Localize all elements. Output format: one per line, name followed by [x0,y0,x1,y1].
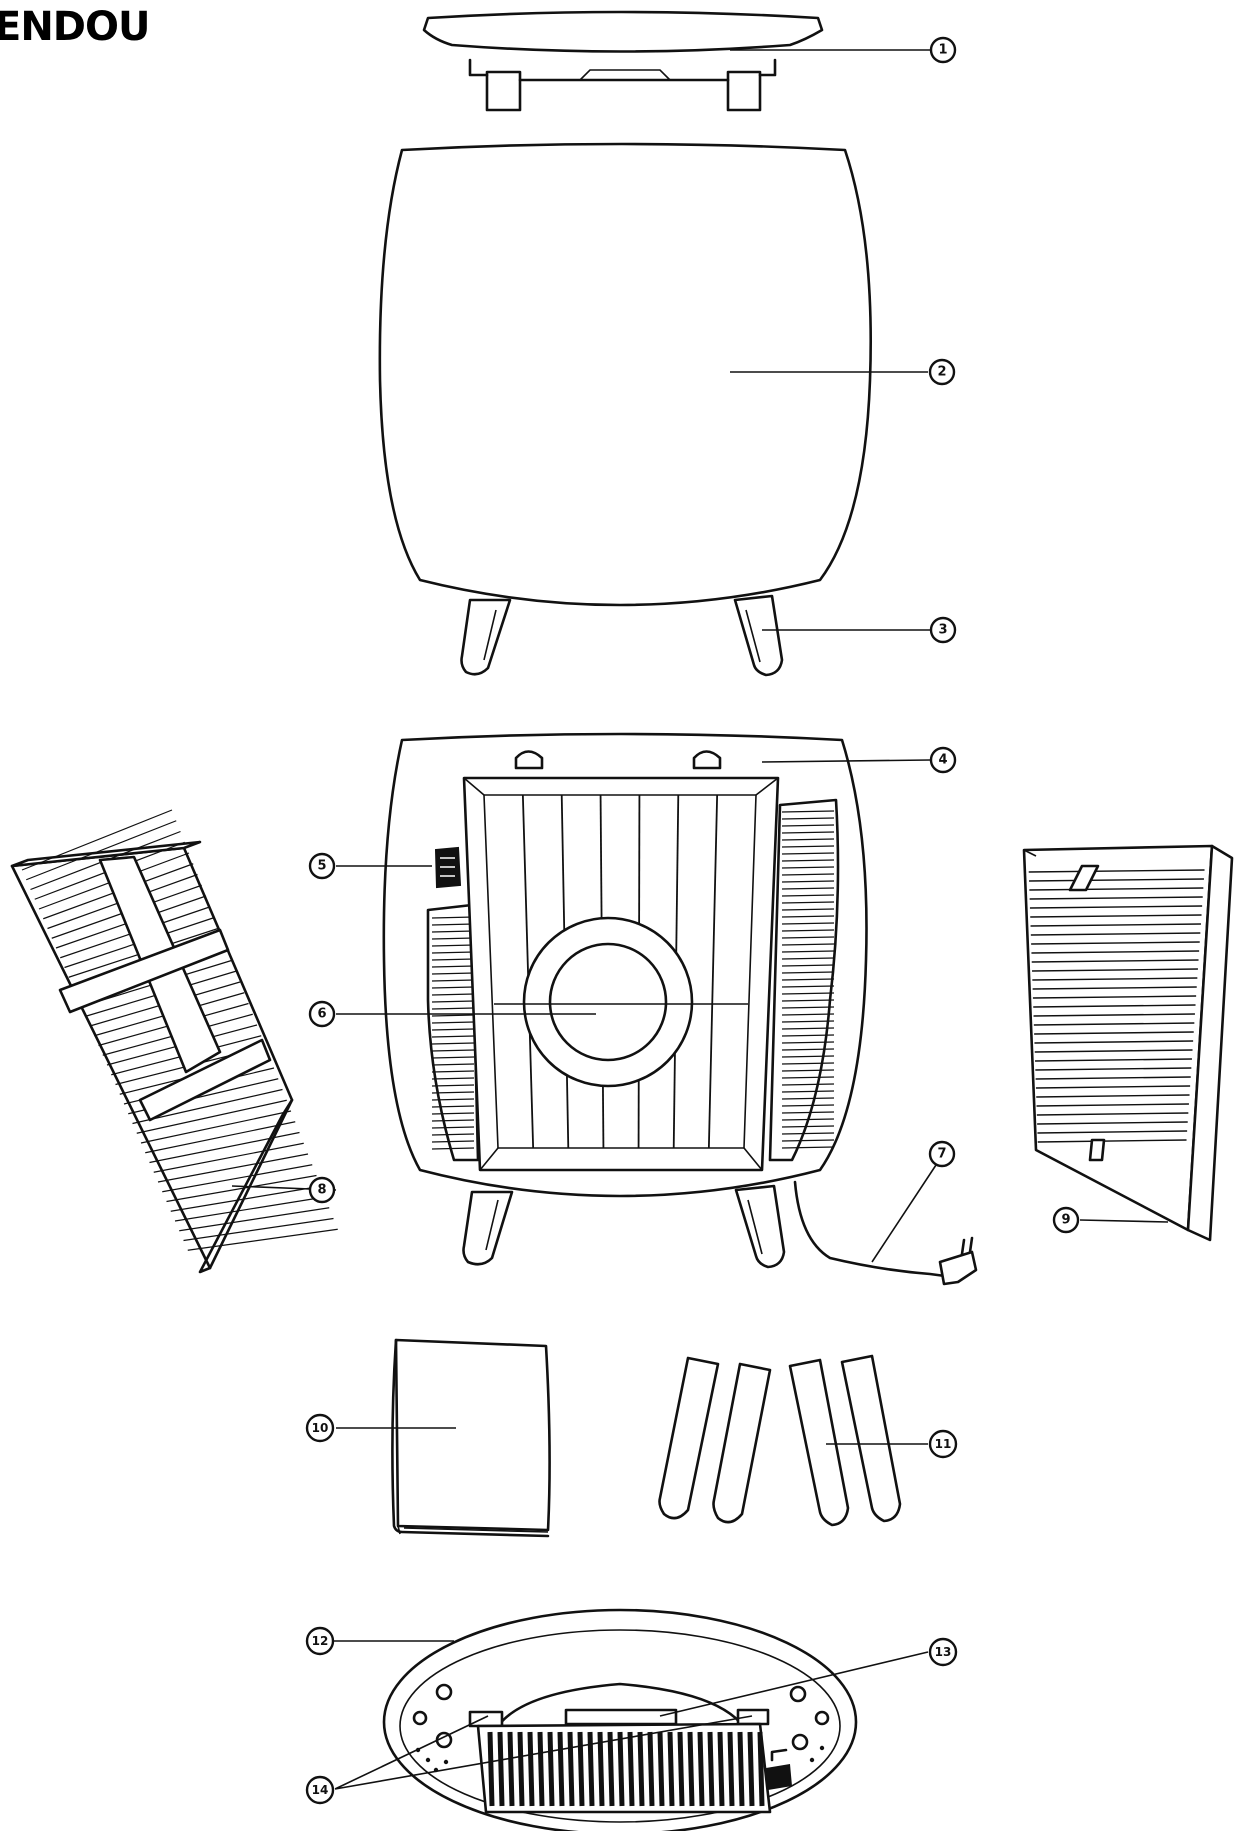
svg-text:2: 2 [937,365,946,380]
main-body-part [382,732,868,1198]
callout-6: 6 [308,1000,336,1028]
callout-2: 2 [928,358,956,386]
fan-ring [522,916,694,1088]
hepa-filter-part [1022,844,1234,1242]
sensor-part [434,846,462,889]
spare-legs-part [658,1354,902,1527]
svg-text:1: 1 [938,43,947,58]
callout-11: 11 [928,1429,958,1459]
manual-part [391,1338,551,1538]
callout-1: 1 [929,36,957,64]
callout-4: 4 [929,746,957,774]
housing-part [378,142,873,607]
svg-text:8: 8 [317,1183,326,1198]
main-body-legs [462,1184,786,1269]
svg-text:14: 14 [312,1783,329,1797]
callout-5: 5 [308,852,336,880]
callout-13: 13 [928,1637,958,1667]
callout-12: 12 [305,1626,335,1656]
svg-text:12: 12 [312,1634,329,1648]
base-part [382,1608,858,1831]
callout-7: 7 [928,1140,956,1168]
svg-text:6: 6 [317,1007,326,1022]
callout-3: 3 [929,616,957,644]
callout-9: 9 [1052,1206,1080,1234]
callout-14: 14 [305,1775,335,1805]
svg-text:13: 13 [935,1645,952,1659]
svg-text:5: 5 [317,859,326,874]
brand-logo: ENDOU [0,4,150,50]
svg-text:11: 11 [935,1437,952,1451]
svg-text:4: 4 [938,753,947,768]
callout-10: 10 [305,1413,335,1443]
svg-text:10: 10 [312,1421,329,1435]
callout-8: 8 [308,1176,336,1204]
svg-text:7: 7 [937,1147,946,1162]
carbon-filter-part [10,809,338,1274]
housing-legs-part [460,594,784,677]
svg-text:3: 3 [938,623,947,638]
leader-lines [231,49,1169,1790]
top-cover-part [422,10,824,112]
power-cord-part [793,1180,978,1286]
svg-text:9: 9 [1061,1213,1070,1228]
